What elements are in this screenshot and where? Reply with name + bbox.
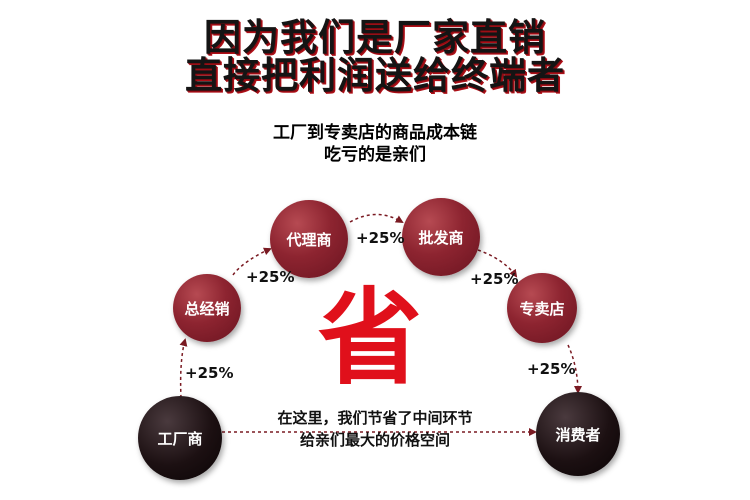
node-factory-label: 工厂商 (157, 429, 203, 448)
headline-line-1: 因为我们是厂家直销 (204, 16, 546, 59)
node-factory: 工厂商 (138, 396, 222, 480)
arrow-wholesaler-to-store (477, 249, 518, 278)
node-agent-label: 代理商 (286, 230, 332, 249)
arrow-store-to-consumer (567, 344, 582, 394)
bottom-text-line-2: 给亲们最大的价格空间 (299, 431, 450, 449)
markup-store-to-consumer: +25% (527, 360, 576, 378)
arrow-agent-to-wholesaler (349, 213, 404, 224)
headline-line-2: 直接把利润送给终端者 (185, 54, 565, 97)
subtitle-line-2: 吃亏的是亲们 (324, 145, 426, 165)
node-agent: 代理商 (270, 200, 348, 278)
node-consumer-label: 消费者 (555, 425, 601, 444)
markup-factory-to-general: +25% (185, 364, 234, 382)
node-consumer: 消费者 (536, 392, 620, 476)
node-wholesaler: 批发商 (402, 198, 480, 276)
subtitle-line-1: 工厂到专卖店的商品成本链 (273, 123, 477, 143)
markup-wholesaler-to-store: +25% (470, 270, 519, 288)
arrow-factory-to-general (179, 338, 188, 399)
node-general-distributor-label: 总经销 (184, 299, 230, 318)
node-general-distributor: 总经销 (173, 274, 241, 342)
save-character: 省 (318, 277, 423, 399)
markup-general-to-agent: +25% (246, 268, 295, 286)
node-store-label: 专卖店 (519, 299, 565, 318)
node-store: 专卖店 (507, 273, 577, 343)
node-wholesaler-label: 批发商 (418, 228, 464, 247)
markup-agent-to-wholesaler: +25% (356, 229, 405, 247)
bottom-text-line-1: 在这里，我们节省了中间环节 (277, 409, 473, 427)
